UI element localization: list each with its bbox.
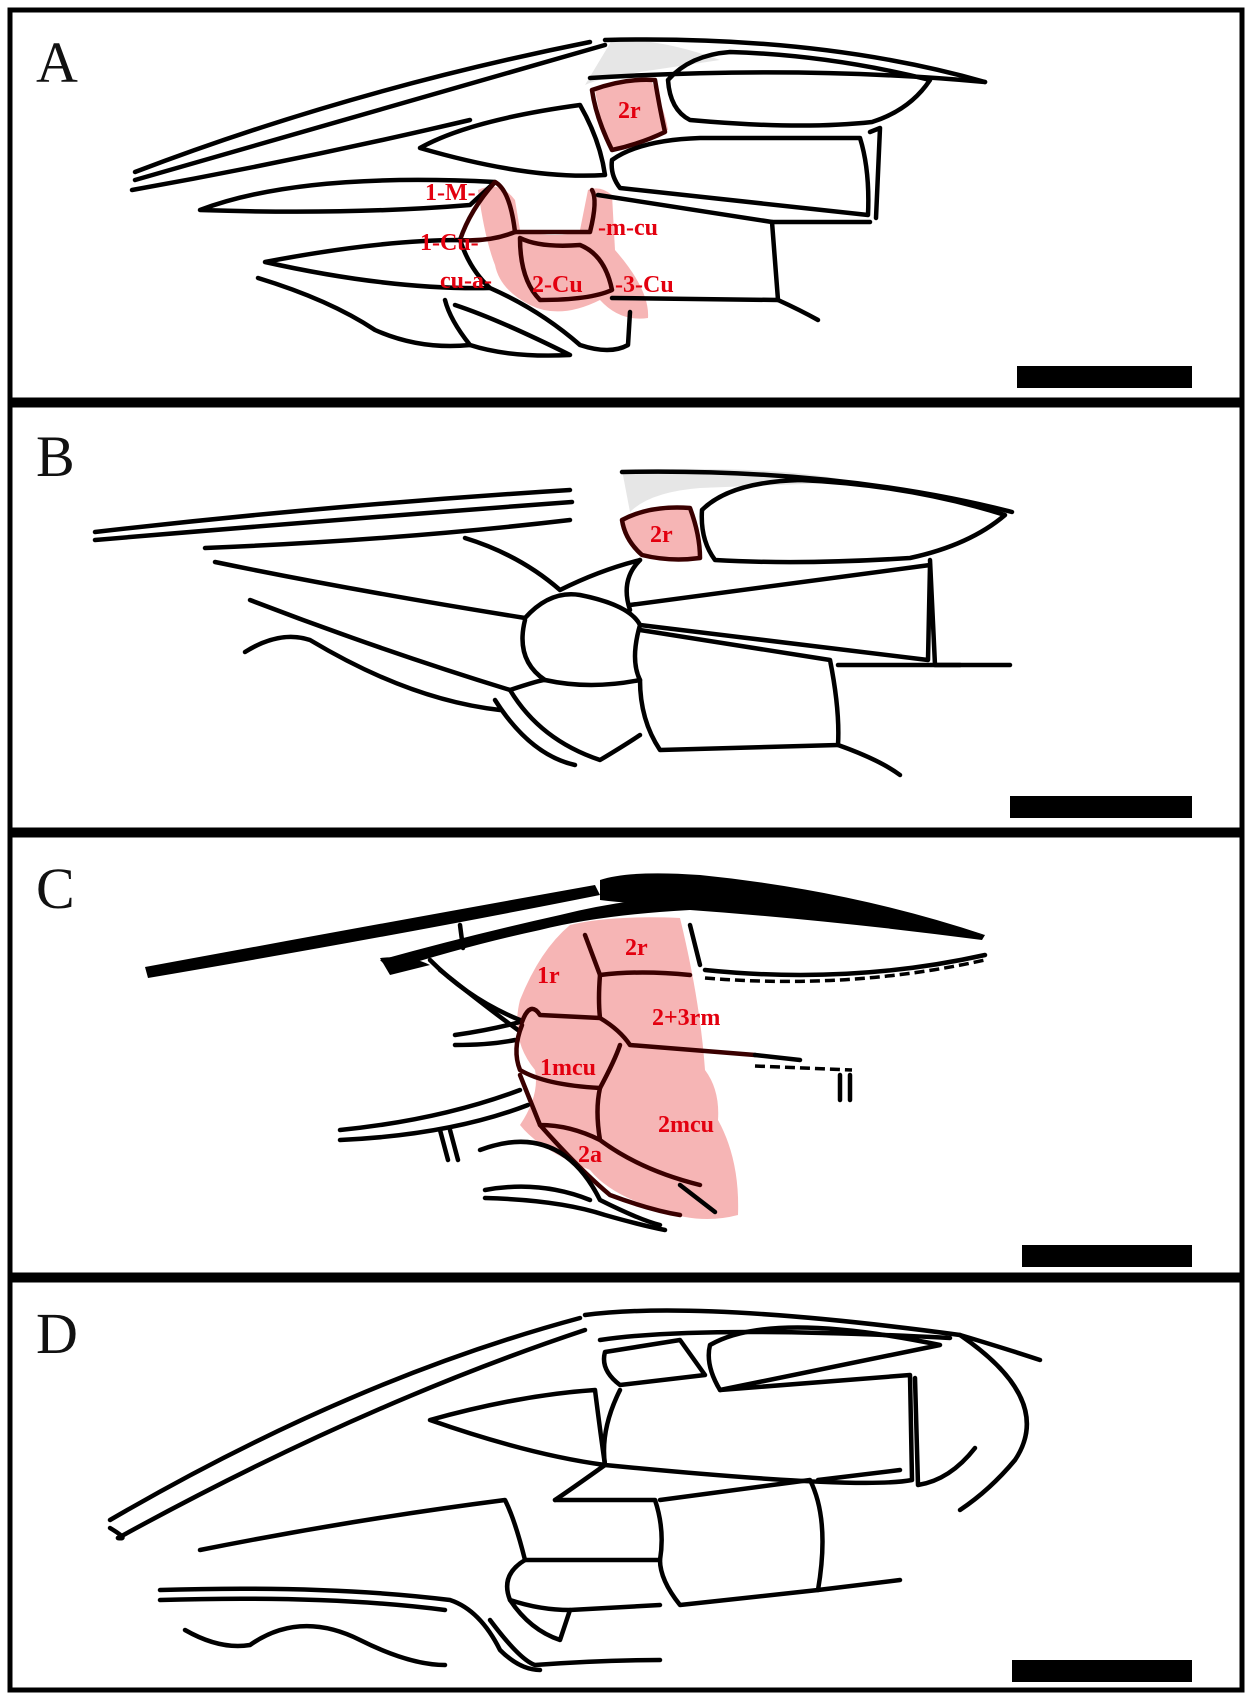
panel-a-label-3-Cu: -3-Cu [615,272,674,298]
panel-c-label-1r: 1r [537,963,560,989]
panel-c-label-2mcu: 2mcu [658,1112,714,1138]
panel-a-label-2r: 2r [618,98,641,124]
panel-c-label-1mcu: 1mcu [540,1055,596,1081]
panel-b-label-2r: 2r [650,522,673,548]
panel-a-scale-bar [1017,366,1192,388]
panel-d: D [10,1280,1242,1690]
panel-a-label: A [36,30,78,95]
panel-b-label: B [36,424,75,489]
panel-c-label: C [36,856,75,921]
panel-d-scale-bar [1012,1660,1192,1682]
panel-a-label-2-Cu: 2-Cu [532,272,583,298]
panel-a: A 2r 1-M- 1-Cu- -m-cu [10,10,1242,400]
panel-a-label-cu-a: cu-a- [440,268,492,294]
panel-d-frame [10,1280,1242,1690]
panel-b: B 2r [10,405,1242,830]
panel-a-label-1-M: 1-M- [425,180,476,206]
panel-d-label: D [36,1301,78,1366]
panel-c-label-2-3rm: 2+3rm [652,1005,720,1031]
panel-a-label-m-cu: -m-cu [598,215,658,241]
panel-a-label-1-Cu: 1-Cu- [420,230,479,256]
panel-b-scale-bar [1010,796,1192,818]
panel-c-label-2r: 2r [625,935,648,961]
panel-c-scale-bar [1022,1245,1192,1267]
panel-c: C 1r 2r 2+3rm 1 [10,835,1242,1275]
panel-b-frame [10,405,1242,830]
panel-c-label-2a: 2a [578,1142,602,1168]
